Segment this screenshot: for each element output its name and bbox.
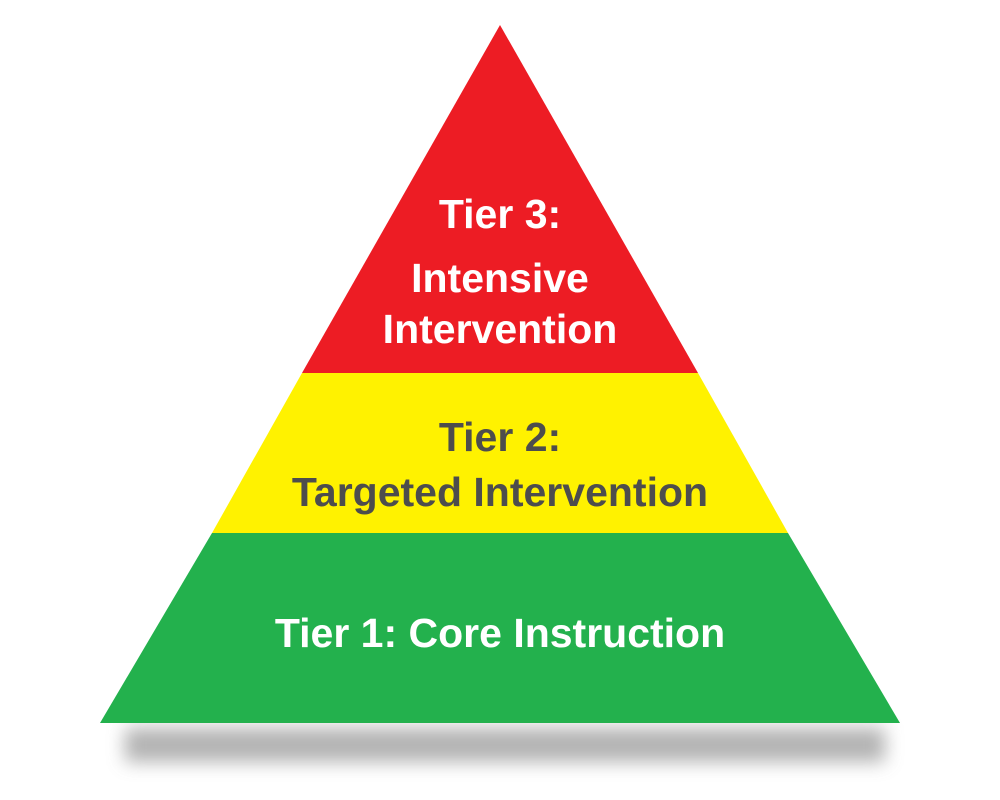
tier-3-band (302, 25, 698, 373)
tier-2-line-2: Targeted Intervention (292, 469, 708, 515)
tier-3-line-2: Intensive (411, 255, 589, 301)
tier-1-band (100, 533, 900, 723)
tier-1-title: Tier 1: Core Instruction (275, 610, 725, 656)
tier-3-line-3: Intervention (383, 306, 618, 352)
tier-2-band (212, 373, 788, 533)
pyramid-shadow (125, 728, 885, 762)
tier-3-title: Tier 3: (439, 191, 561, 237)
tier-2-title: Tier 2: (439, 414, 561, 460)
